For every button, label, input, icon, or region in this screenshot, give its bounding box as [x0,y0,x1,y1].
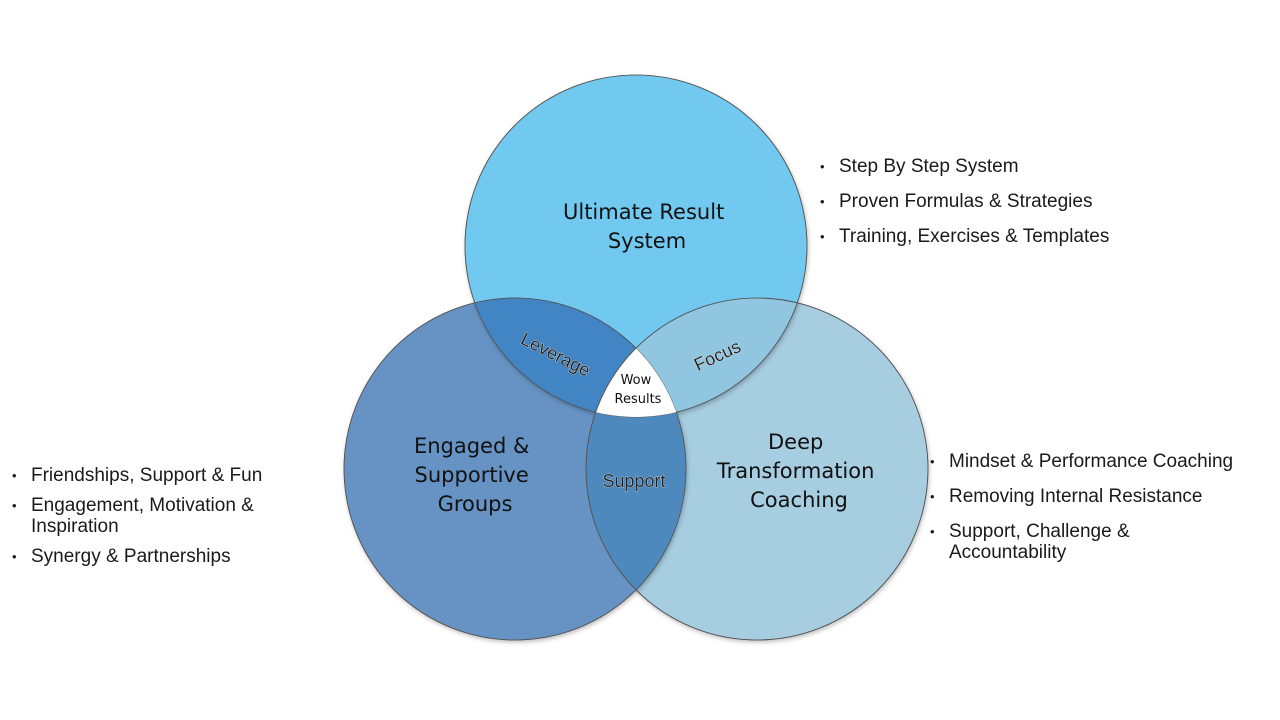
bullet-item: Engagement, Motivation & Inspiration [12,495,312,537]
label-engaged-supportive-groups: Engaged & Supportive Groups [414,434,536,516]
circle-outline-right [585,297,929,641]
label-support: Support [602,471,665,491]
bullet-list-ultimate-result-system: Step By Step System Proven Formulas & St… [820,156,1200,261]
bullet-item: Proven Formulas & Strategies [820,191,1200,212]
circle-outline-left [343,297,687,641]
bullet-item: Support, Challenge & Accountability [930,521,1250,563]
bullet-item: Training, Exercises & Templates [820,226,1200,247]
bullet-item: Synergy & Partnerships [12,546,312,567]
bullet-item: Step By Step System [820,156,1200,177]
label-deep-transformation-coaching: Deep Transformation Coaching [716,430,881,512]
label-wow-results: Wow Results [615,373,662,407]
label-ultimate-result-system: Ultimate Result System [563,200,731,253]
bullet-item: Removing Internal Resistance [930,486,1250,507]
bullet-list-engaged-supportive-groups: Friendships, Support & Fun Engagement, M… [12,465,312,576]
bullet-item: Friendships, Support & Fun [12,465,312,486]
bullet-list-deep-transformation-coaching: Mindset & Performance Coaching Removing … [930,451,1250,577]
bullet-item: Mindset & Performance Coaching [930,451,1250,472]
